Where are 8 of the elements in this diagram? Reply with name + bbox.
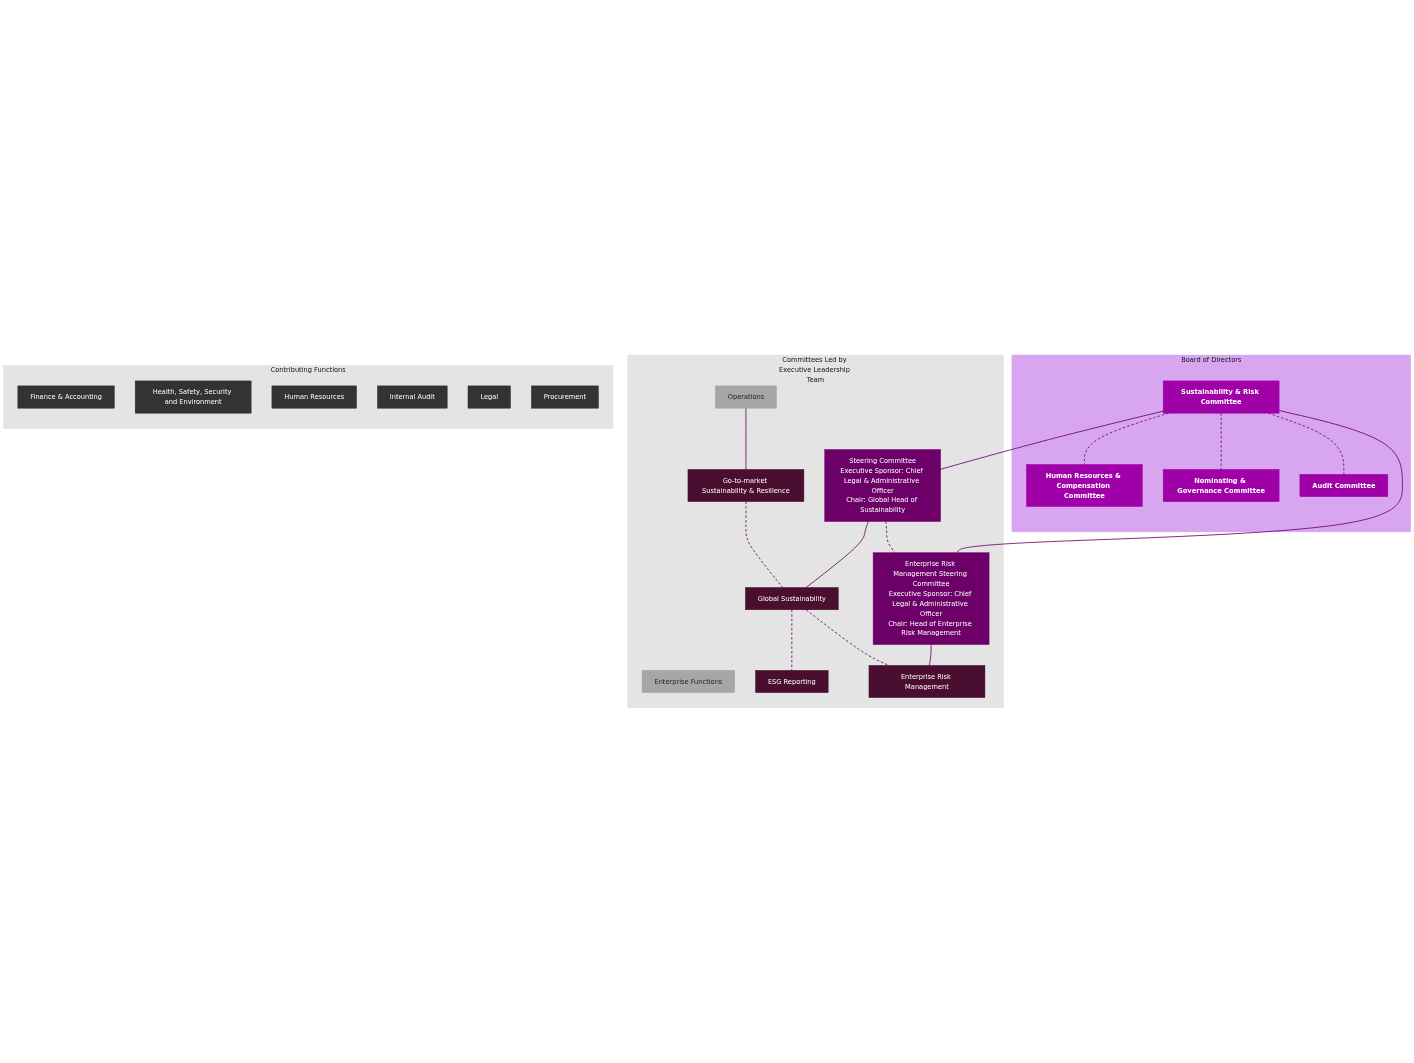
connector — [805, 521, 869, 588]
connector — [1220, 412, 1222, 470]
connector — [805, 609, 890, 666]
connector — [791, 609, 793, 671]
connector — [929, 644, 932, 666]
connector — [956, 410, 1403, 554]
connector — [940, 410, 1164, 470]
connector — [745, 407, 747, 470]
